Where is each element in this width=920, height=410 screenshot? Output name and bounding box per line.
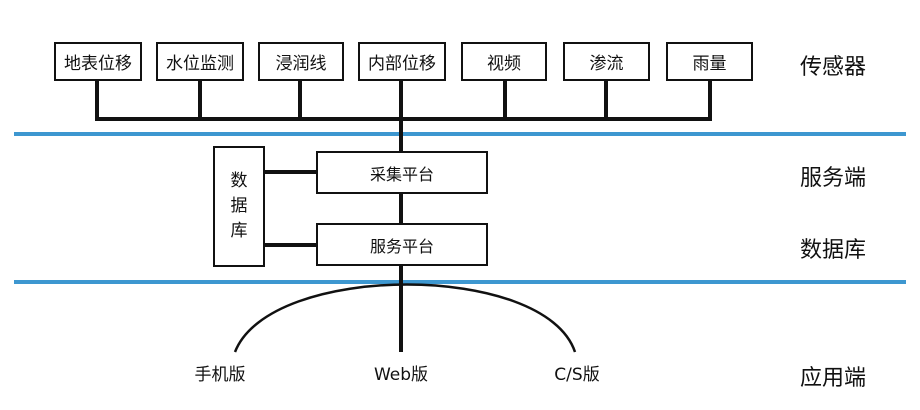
sensor-phreatic-line: 浸润线 (258, 42, 344, 81)
layer-label-server: 服务端 (800, 166, 867, 191)
database-char-2: 据 (230, 196, 248, 216)
client-web: Web版 (373, 365, 429, 385)
client-cs: C/S版 (554, 365, 600, 385)
sensor-internal-displacement: 内部位移 (358, 42, 446, 81)
layer-label-sensors: 传感器 (800, 55, 867, 80)
database-char-1: 数 (230, 171, 248, 191)
database-box: 数 据 库 (213, 146, 265, 267)
client-arc (233, 283, 577, 353)
sensor-rainfall: 雨量 (666, 42, 753, 81)
database-char-3: 库 (230, 221, 248, 241)
layer-label-app: 应用端 (800, 366, 867, 391)
sensor-connectors (95, 80, 712, 352)
sensor-surface-displacement: 地表位移 (54, 42, 142, 81)
sensor-water-level: 水位监测 (156, 42, 244, 81)
sensor-video: 视频 (461, 42, 547, 81)
layer-label-database: 数据库 (800, 238, 867, 263)
service-platform: 服务平台 (316, 223, 488, 266)
collection-platform: 采集平台 (316, 151, 488, 194)
sensor-seepage: 渗流 (563, 42, 650, 81)
client-mobile: 手机版 (194, 365, 246, 385)
